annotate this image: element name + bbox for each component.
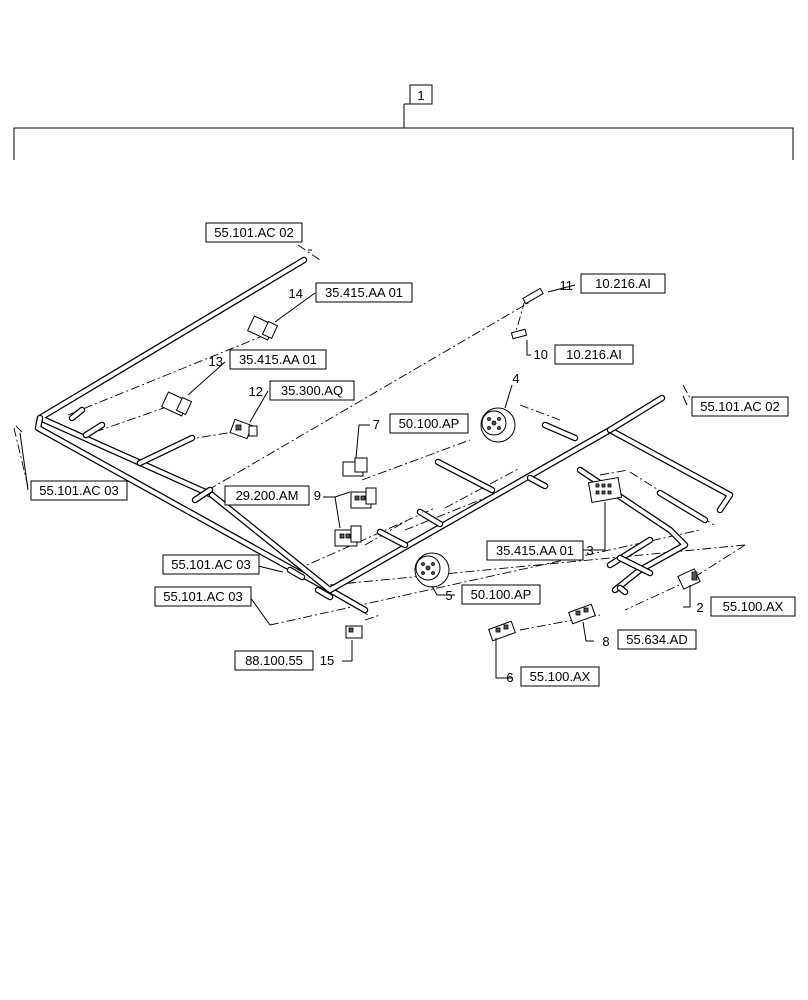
callout-6-number: 6 [506,670,513,685]
part-10-terminal-icon [510,328,528,340]
part-7-connector-icon [342,457,368,477]
callout-15-number: 15 [320,653,334,668]
callout-1-number: 1 [417,88,424,103]
part-9-connector-b-icon [334,525,362,547]
callout-9-number: 9 [314,488,321,503]
callout-12: 12 35.300.AQ [249,380,355,401]
callout-8: 8 55.634.AD [602,629,697,650]
callout-3-ref: 35.415.AA 01 [496,543,574,558]
callout-6: 6 55.100.AX [506,666,600,687]
callout-11-number: 11 [560,278,574,293]
callout-8-ref: 55.634.AD [626,632,687,647]
part-5-round-connector-icon [414,552,450,588]
part-3-connector-icon [587,476,623,504]
part-14-connector-icon [246,315,279,341]
harness-ref-top-left: 55.101.AC 02 [205,222,303,243]
part-6-connector-icon [488,620,516,642]
part-4-round-connector-icon [480,407,516,443]
harness-ref-bottom-b: 55.101.AC 03 [154,586,252,607]
callout-12-ref: 35.300.AQ [281,383,343,398]
callout-14: 14 35.415.AA 01 [289,282,413,303]
part-12-connector-icon [229,418,258,440]
callout-13: 13 35.415.AA 01 [209,349,327,370]
callout-13-number: 13 [209,354,223,369]
callout-2-ref: 55.100.AX [723,599,784,614]
callout-6-ref: 55.100.AX [530,669,591,684]
callout-15-ref: 88.100.55 [245,653,303,668]
callout-3-number: 3 [586,543,593,558]
callout-11-ref: 10.216.AI [595,276,651,291]
part-9-connector-a-icon [350,487,377,509]
callout-14-number: 14 [289,286,303,301]
callout-7-number: 7 [373,417,380,432]
callout-12-number: 12 [249,384,263,399]
leader-lines [19,249,691,679]
callout-11: 11 10.216.AI [560,273,666,294]
harness-ref-bottom-a: 55.101.AC 03 [162,554,260,575]
callout-5: 5 50.100.AP [445,584,541,605]
harness-ref-left-label: 55.101.AC 03 [39,483,119,498]
callout-5-number: 5 [445,588,452,603]
assembly-bracket: 1 [13,84,794,160]
harness-ref-right-label: 55.101.AC 02 [700,399,780,414]
callout-10-ref: 10.216.AI [566,347,622,362]
callout-14-ref: 35.415.AA 01 [325,285,403,300]
harness-ref-bottom-b-label: 55.101.AC 03 [163,589,243,604]
callout-10-number: 10 [534,347,548,362]
callout-15: 88.100.55 15 [234,650,334,671]
callout-4: 4 [512,371,519,386]
callout-5-ref: 50.100.AP [471,587,532,602]
callout-3: 35.415.AA 01 3 [486,540,594,561]
callout-9: 29.200.AM 9 [224,485,321,506]
callout-7: 7 50.100.AP [373,413,469,434]
callout-2: 2 55.100.AX [696,596,796,617]
part-13-connector-icon [160,391,193,417]
wiring-harness [34,256,734,614]
callout-10: 10 10.216.AI [534,344,634,365]
callout-13-ref: 35.415.AA 01 [239,352,317,367]
part-2-connector-icon [677,568,701,590]
part-8-connector-icon [568,603,596,625]
part-15-connector-icon [345,625,363,639]
harness-ref-bottom-a-label: 55.101.AC 03 [171,557,251,572]
harness-ref-left: 55.101.AC 03 [30,480,128,501]
part-11-terminal-icon [522,287,544,305]
callout-2-number: 2 [696,600,703,615]
callout-7-ref: 50.100.AP [399,416,460,431]
callout-4-number: 4 [512,371,519,386]
harness-ref-right: 55.101.AC 02 [691,396,789,417]
harness-ref-top-left-label: 55.101.AC 02 [214,225,294,240]
callout-9-ref: 29.200.AM [236,488,299,503]
callout-8-number: 8 [602,634,609,649]
